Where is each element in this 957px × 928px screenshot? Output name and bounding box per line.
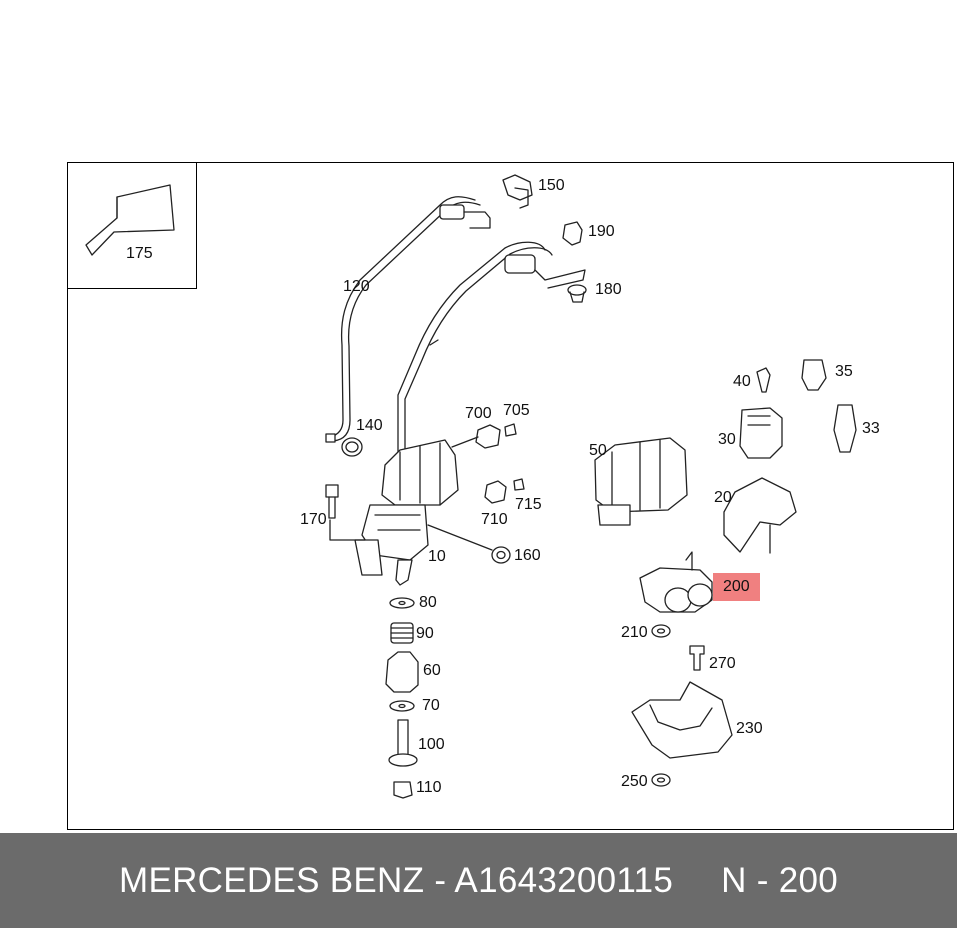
part-170-bolt [325, 484, 339, 519]
parts-drawing [85, 174, 857, 799]
footer-bar: MERCEDES BENZ - A1643200115 N - 200 [0, 833, 957, 928]
part-120-air-line [325, 196, 491, 443]
callout-120: 120 [343, 278, 370, 295]
brand-name: MERCEDES BENZ [118, 860, 425, 900]
callout-270: 270 [709, 655, 736, 672]
callout-250: 250 [621, 773, 648, 790]
callout-60: 60 [423, 662, 441, 679]
part-35-nut [801, 359, 827, 391]
callout-80: 80 [419, 594, 437, 611]
callout-35: 35 [835, 363, 853, 380]
footer-dash: - [434, 860, 447, 900]
callout-170: 170 [300, 511, 327, 528]
part-number: A1643200115 [454, 860, 674, 900]
part-190-clip [562, 221, 583, 246]
part-10-compressor [329, 439, 459, 586]
callout-20: 20 [714, 489, 732, 506]
part-710-valve [484, 478, 525, 504]
part-150-clip [502, 174, 533, 209]
callout-150: 150 [538, 177, 565, 194]
callout-700: 700 [465, 405, 492, 422]
part-60-bump-stop [385, 651, 419, 693]
part-700-valve [451, 423, 517, 449]
callout-710: 710 [481, 511, 508, 528]
footer-caption: MERCEDES BENZ - A1643200115 N - 200 [119, 861, 838, 901]
part-140-clamp [341, 437, 363, 457]
position-label: N - 200 [721, 860, 839, 900]
part-175-bracket [85, 184, 175, 256]
callout-50: 50 [589, 442, 607, 459]
callout-200-highlighted: 200 [713, 573, 760, 601]
part-210-nut [651, 624, 671, 638]
inset-box [67, 162, 197, 289]
callout-705: 705 [503, 402, 530, 419]
callout-210: 210 [621, 624, 648, 641]
callout-140: 140 [356, 417, 383, 434]
callout-230: 230 [736, 720, 763, 737]
part-250-nut [651, 773, 671, 787]
part-30-relay [739, 407, 783, 459]
part-110-nut [393, 781, 413, 799]
part-200-valve-block [639, 551, 713, 613]
part-230-skid-plate [631, 681, 733, 759]
callout-190: 190 [588, 223, 615, 240]
callout-100: 100 [418, 736, 445, 753]
callout-715: 715 [515, 496, 542, 513]
callout-33: 33 [862, 420, 880, 437]
part-180-plug [567, 284, 587, 303]
part-20-bracket [723, 477, 797, 554]
part-80-washer [389, 597, 415, 609]
callout-30: 30 [718, 431, 736, 448]
callout-40: 40 [733, 373, 751, 390]
part-33-fitting [833, 404, 857, 453]
part-40-screw [756, 367, 771, 393]
callout-110: 110 [416, 779, 442, 796]
part-air-line-secondary [397, 241, 586, 461]
callout-180: 180 [595, 281, 622, 298]
part-270-bolt [689, 645, 705, 671]
callout-10: 10 [428, 548, 446, 565]
part-70-washer [389, 700, 415, 712]
callout-175: 175 [126, 245, 153, 262]
callout-160: 160 [514, 547, 541, 564]
part-100-mount [388, 719, 418, 767]
part-50-compressor [594, 437, 688, 526]
callout-70: 70 [422, 697, 440, 714]
part-160-nut [427, 524, 511, 564]
part-90-spring [390, 622, 414, 644]
callout-90: 90 [416, 625, 434, 642]
